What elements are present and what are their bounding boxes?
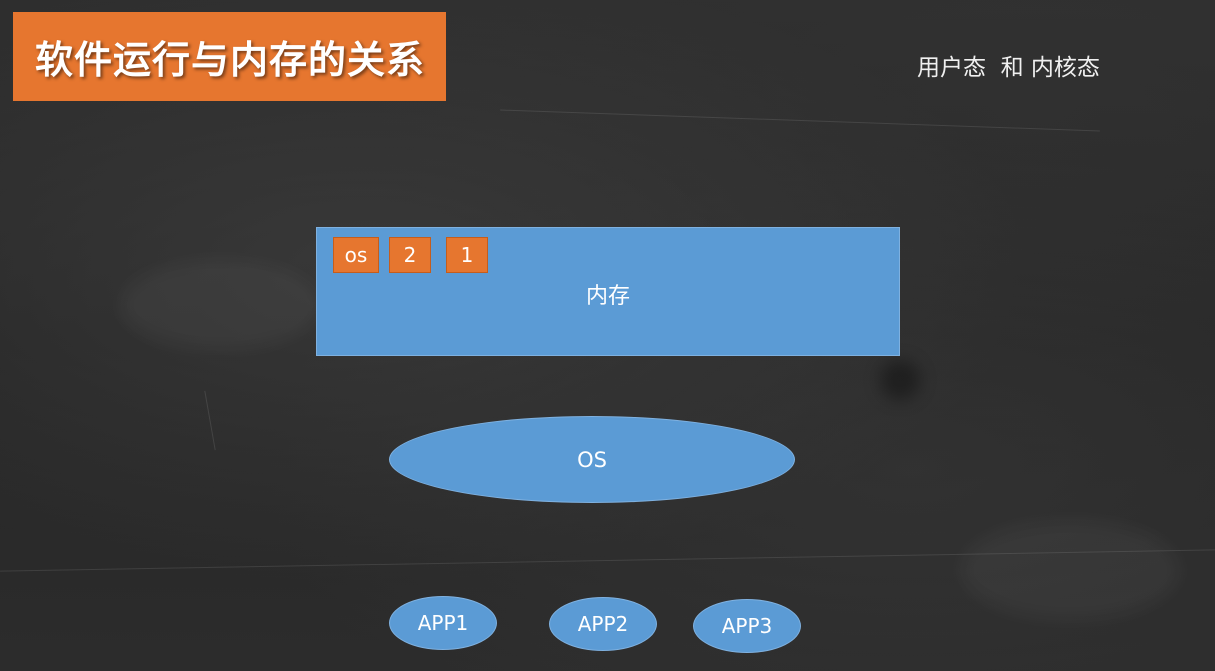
slide-subtitle: 用户态 和 内核态 [917,55,1100,81]
board-smudge [960,520,1180,620]
memory-slot-1: 1 [446,237,488,273]
memory-slot-2: 2 [389,237,431,273]
app-label: APP1 [417,611,469,635]
app-node-2: APP2 [549,597,657,651]
memory-block: os 2 1 内存 [316,227,900,356]
app-node-1: APP1 [389,596,497,650]
board-scratch [500,109,1100,132]
memory-slot-os: os [333,237,379,273]
title-banner: 软件运行与内存的关系 [13,12,446,101]
app-label: APP3 [721,614,773,638]
memory-label: 内存 [585,284,630,309]
app-node-3: APP3 [693,599,801,653]
board-smudge [120,260,320,350]
board-scratch [204,390,216,451]
board-smudge [880,360,920,400]
os-label: OS [577,447,607,472]
os-node: OS [389,416,795,503]
slide-title: 软件运行与内存的关系 [35,38,426,82]
app-label: APP2 [577,612,629,636]
